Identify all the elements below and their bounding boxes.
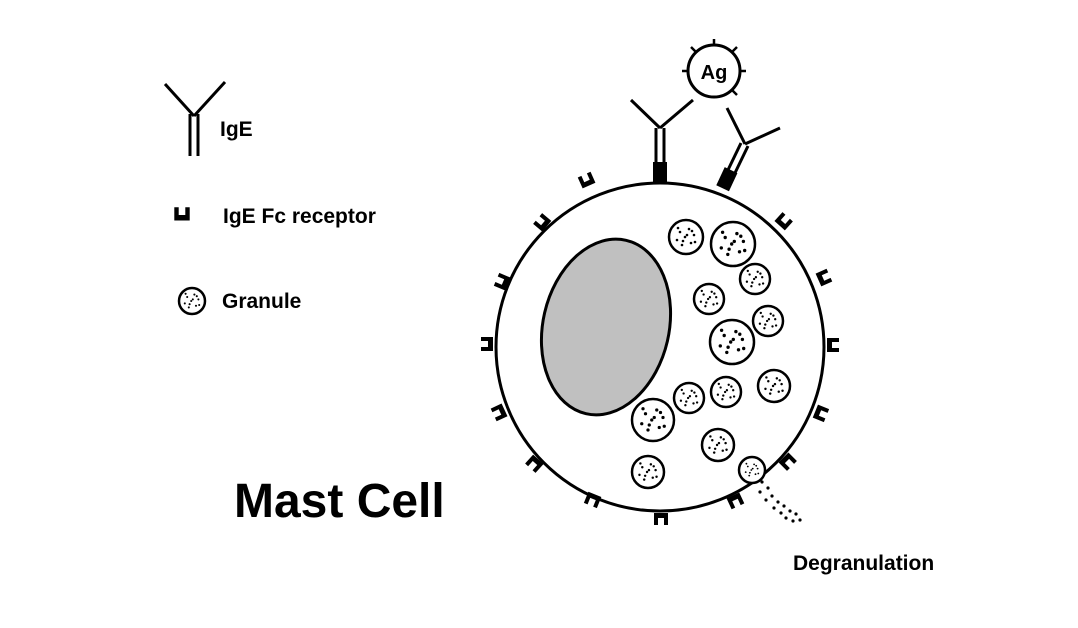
antigen-label: Ag [701, 62, 728, 84]
granule [630, 454, 666, 490]
granule [672, 381, 706, 415]
legend-granule-label: Granule [222, 290, 301, 313]
granule [630, 397, 676, 443]
legend-ige-icon [163, 80, 227, 156]
degranulation-label: Degranulation [793, 552, 934, 575]
legend-granule-icon [177, 286, 207, 316]
granule [751, 304, 785, 338]
diagram-title: Mast Cell [234, 475, 445, 528]
granule [708, 318, 756, 366]
bound-receptor-left [653, 162, 667, 182]
granule-degranulating [737, 455, 767, 485]
granule [667, 218, 705, 256]
granule [692, 282, 726, 316]
ige-bound-left [629, 98, 694, 162]
legend-receptor-icon [174, 207, 190, 221]
granule [756, 368, 792, 404]
nucleus [539, 237, 673, 417]
granule [709, 220, 757, 268]
granule [738, 262, 772, 296]
ige-bound-right [725, 107, 781, 176]
legend-ige-label: IgE [220, 118, 253, 141]
bound-receptor-right [716, 167, 738, 192]
granule [709, 375, 743, 409]
antigen-icon [682, 39, 746, 99]
granules [630, 218, 792, 490]
legend-receptor-label: IgE Fc receptor [223, 205, 376, 228]
granule [700, 427, 736, 463]
degranulation-release [758, 480, 802, 523]
